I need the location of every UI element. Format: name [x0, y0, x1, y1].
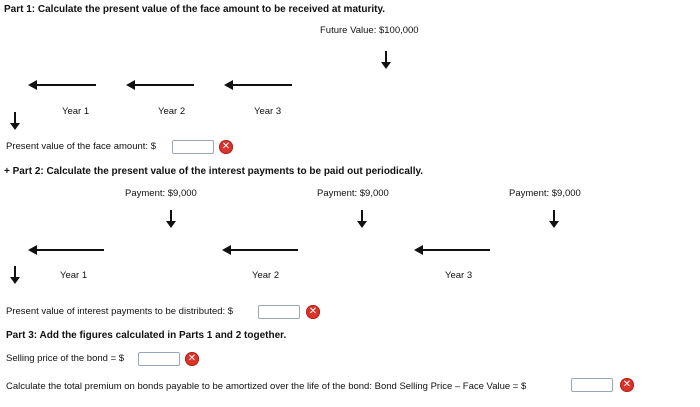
arrow-down-icon [10, 266, 20, 284]
arrow-left-icon [414, 245, 490, 255]
premium-label: Calculate the total premium on bonds pay… [6, 381, 527, 392]
arrow-down-icon [549, 210, 559, 228]
year-2-label: Year 2 [252, 270, 280, 281]
pv-interest-label: Present value of interest payments to be… [6, 306, 234, 317]
arrow-left-icon [28, 245, 104, 255]
payment-2-label: Payment: $9,000 [317, 188, 389, 199]
year-1-label: Year 1 [62, 106, 90, 117]
error-x-icon: ✕ [306, 305, 320, 319]
arrow-down-icon [357, 210, 367, 228]
pv-face-label: Present value of the face amount: $ [6, 141, 156, 152]
year-2-label: Year 2 [158, 106, 186, 117]
arrow-down-icon [10, 112, 20, 130]
pv-face-input[interactable] [172, 140, 214, 154]
payment-1-label: Payment: $9,000 [125, 188, 197, 199]
part3-heading: Part 3: Add the figures calculated in Pa… [6, 330, 287, 341]
arrow-down-icon [381, 51, 391, 69]
year-3-label: Year 3 [254, 106, 282, 117]
future-value-label: Future Value: $100,000 [320, 25, 419, 36]
selling-price-label: Selling price of the bond = $ [6, 353, 125, 364]
year-3-label: Year 3 [445, 270, 473, 281]
error-x-icon: ✕ [620, 378, 634, 392]
selling-price-input[interactable] [138, 352, 180, 366]
pv-interest-input[interactable] [258, 305, 300, 319]
premium-input[interactable] [571, 378, 613, 392]
arrow-left-icon [126, 80, 194, 90]
arrow-left-icon [28, 80, 96, 90]
arrow-down-icon [166, 210, 176, 228]
part2-heading: + Part 2: Calculate the present value of… [4, 166, 424, 177]
part1-heading: Part 1: Calculate the present value of t… [4, 4, 386, 15]
arrow-left-icon [224, 80, 292, 90]
error-x-icon: ✕ [185, 352, 199, 366]
payment-3-label: Payment: $9,000 [509, 188, 581, 199]
year-1-label: Year 1 [60, 270, 88, 281]
arrow-left-icon [222, 245, 298, 255]
error-x-icon: ✕ [219, 140, 233, 154]
